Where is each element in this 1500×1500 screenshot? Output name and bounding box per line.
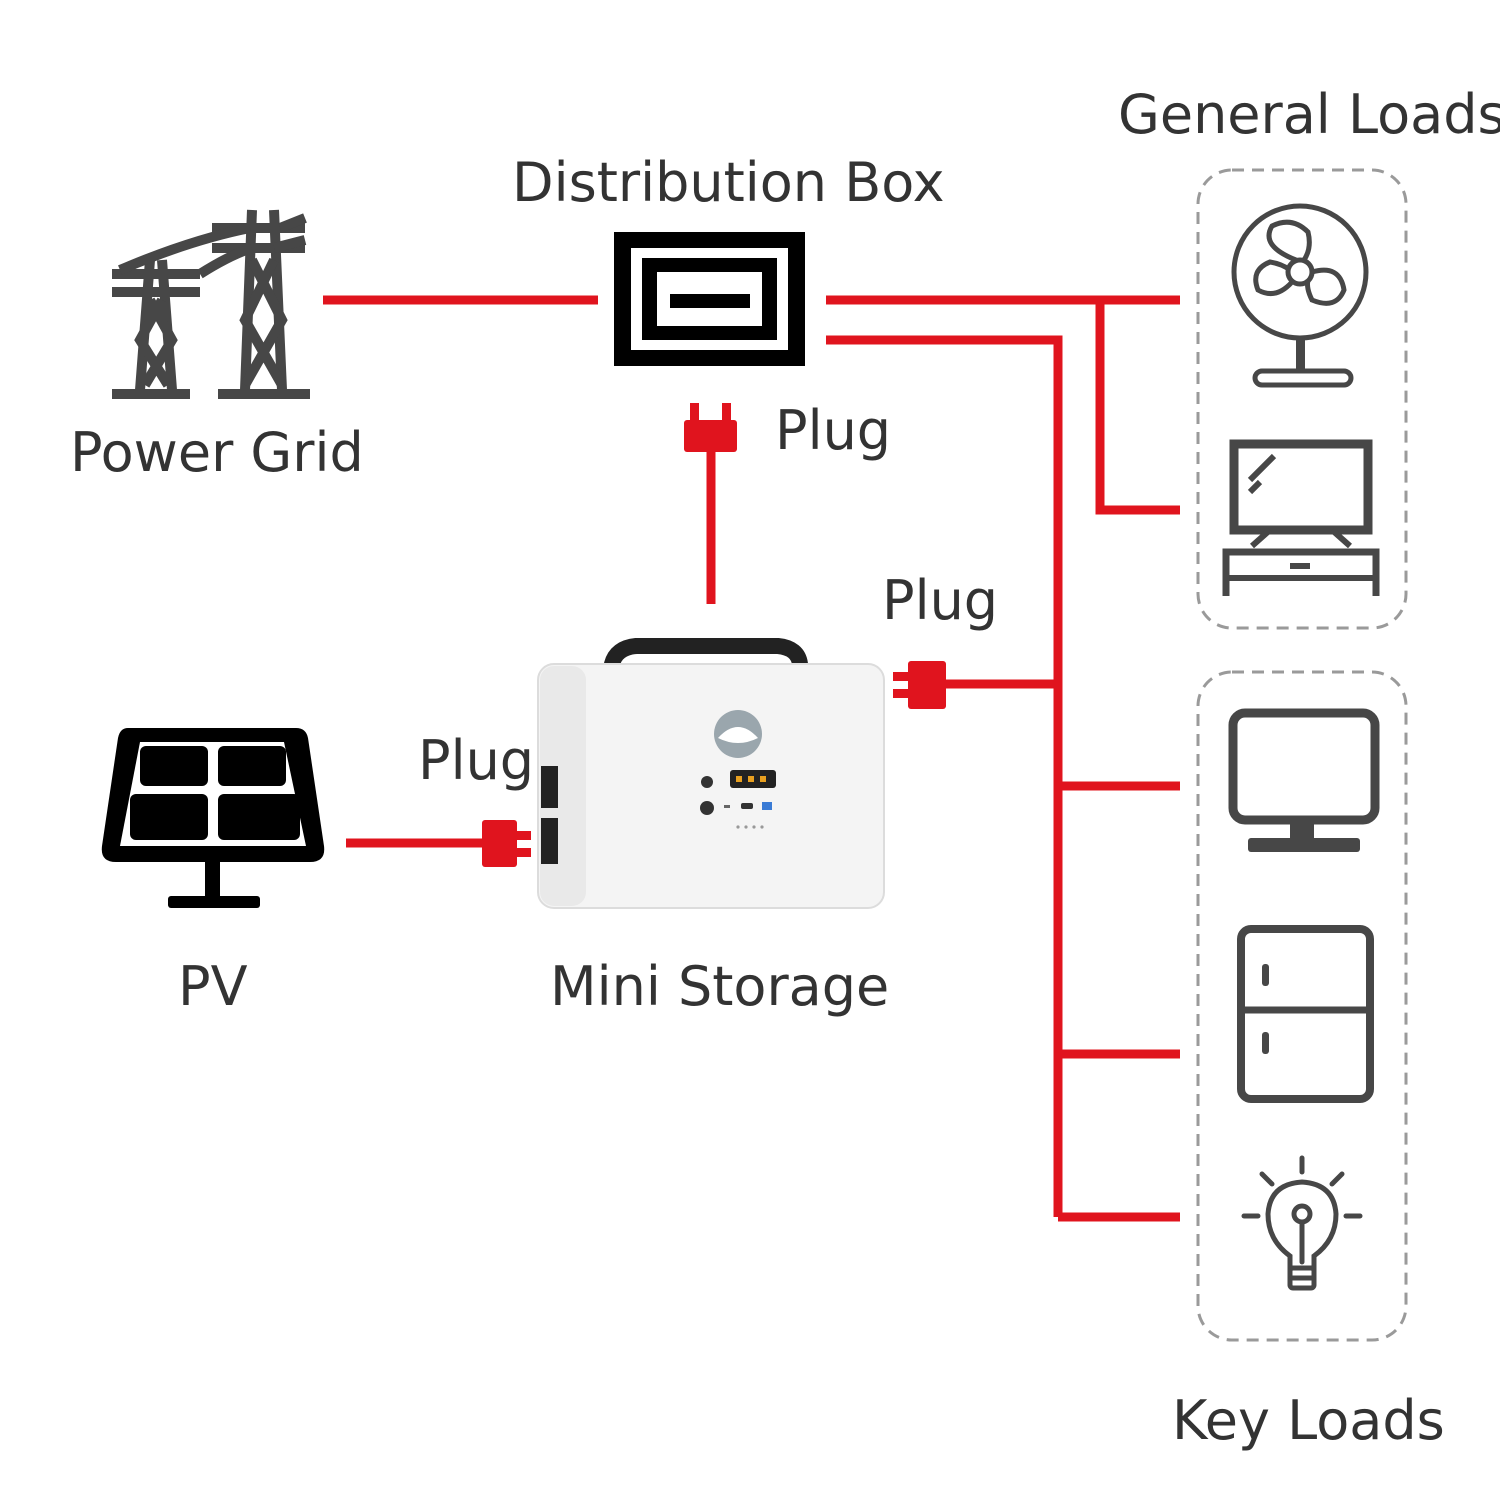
pv-label: PV (178, 955, 248, 1018)
storage-handle (604, 638, 808, 672)
general-loads-label: General Loads (1118, 83, 1500, 146)
plug-label-right: Plug (882, 569, 999, 632)
fan-icon (1231, 203, 1369, 388)
portable-power-station-icon (537, 638, 885, 909)
power-grid-label: Power Grid (70, 421, 364, 484)
general-branch-tv-wire (1095, 300, 1180, 515)
mini-storage-label: Mini Storage (550, 955, 890, 1018)
monitor-icon (1228, 708, 1380, 852)
tv-icon (1222, 439, 1380, 596)
general-loads-group (1196, 168, 1408, 630)
plug-icon (482, 820, 531, 867)
plug-icon (893, 661, 946, 709)
plug-label-top: Plug (775, 399, 892, 462)
distribution-box-label: Distribution Box (512, 151, 945, 214)
light-bulb-icon (1241, 1155, 1363, 1291)
plug-icon (684, 403, 737, 452)
wires (323, 295, 1180, 1222)
solar-panel-icon (101, 728, 325, 908)
box-to-key-loads-bus (826, 335, 1063, 1217)
plug-label-left: Plug (418, 729, 535, 792)
key-loads-group (1196, 670, 1408, 1342)
distribution-box-icon (614, 232, 805, 366)
refrigerator-icon (1237, 925, 1374, 1103)
transmission-tower-icon (112, 209, 310, 399)
key-loads-label: Key Loads (1172, 1389, 1445, 1452)
